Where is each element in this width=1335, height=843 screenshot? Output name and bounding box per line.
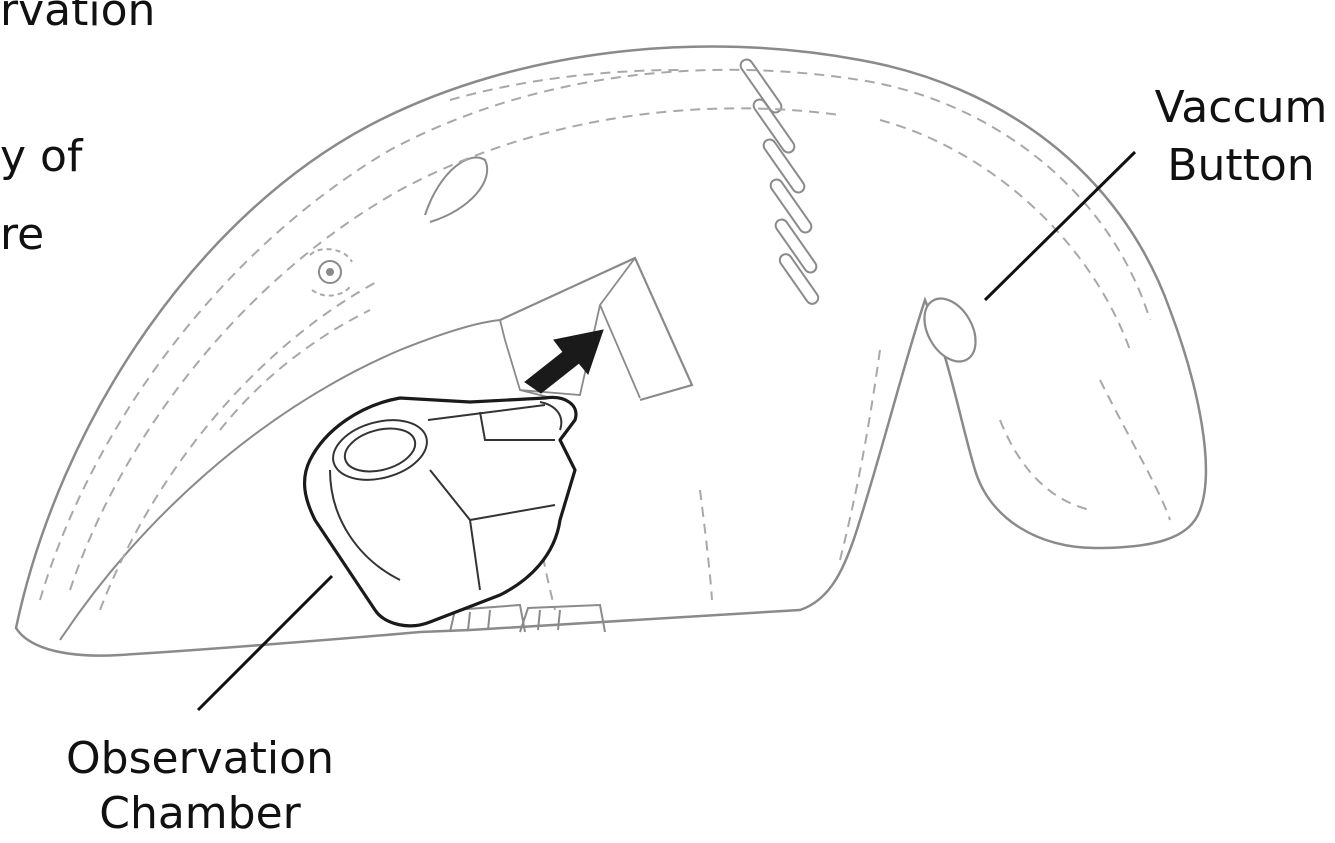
device-body-outline [16, 47, 1206, 656]
observation-chamber-label-line-2: Chamber [40, 785, 360, 843]
vacuum-button-label-line-1: Vaccum [1150, 79, 1332, 137]
vacuum-button-label-line-2: Button [1150, 137, 1332, 195]
observation-chamber-label-line-1: Observation [40, 730, 360, 788]
